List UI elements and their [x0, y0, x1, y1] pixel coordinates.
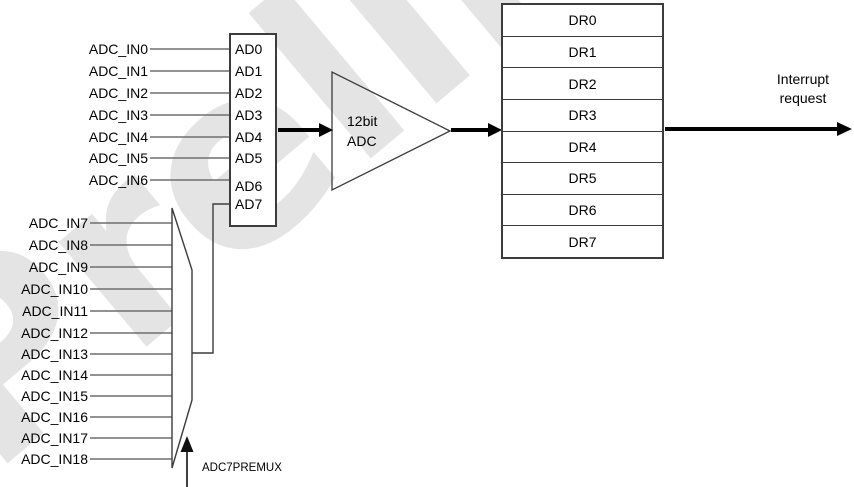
- interrupt-request-line2: request: [779, 90, 827, 106]
- premux-control-label: ADC7PREMUX: [202, 462, 282, 474]
- data-register-dr6: DR6: [503, 193, 662, 226]
- data-register-dr0: DR0: [568, 12, 597, 29]
- signal-label-adc-in8: ADC_IN8: [28, 237, 88, 253]
- data-register-dr3: DR3: [503, 98, 662, 131]
- adc-block-label: 12bit ADC: [347, 111, 377, 151]
- premux-output-line: [192, 203, 230, 354]
- signal-label-adc-in15: ADC_IN15: [21, 388, 88, 404]
- ad-channel-label-ad3: AD3: [235, 107, 263, 123]
- arrow-adc-to-registers-icon: [451, 123, 502, 137]
- signal-label-adc-in16: ADC_IN16: [21, 409, 88, 425]
- ad-channel-label-ad0: AD0: [235, 41, 263, 57]
- signal-label-adc-in12: ADC_IN12: [21, 325, 88, 341]
- signal-label-adc-in7: ADC_IN7: [28, 215, 88, 231]
- signal-label-adc-in3: ADC_IN3: [88, 107, 148, 123]
- ad-channel-label-ad1: AD1: [235, 63, 263, 79]
- signal-label-adc-in13: ADC_IN13: [21, 346, 88, 362]
- interrupt-request-label: Interrupt request: [723, 70, 854, 108]
- signal-label-adc-in14: ADC_IN14: [21, 367, 88, 383]
- adc-block-label-line1: 12bit: [347, 113, 378, 129]
- interrupt-request-line1: Interrupt: [776, 71, 830, 87]
- signal-label-adc-in17: ADC_IN17: [21, 430, 88, 446]
- signal-label-adc-in1: ADC_IN1: [88, 63, 148, 79]
- premux-select-arrowhead-icon: [180, 436, 194, 452]
- data-register-dr7: DR7: [503, 225, 662, 257]
- data-register-dr1: DR1: [503, 35, 662, 68]
- top-input-lines: [150, 48, 231, 181]
- signal-label-adc-in2: ADC_IN2: [88, 85, 148, 101]
- ad-channel-label-ad4: AD4: [235, 129, 263, 145]
- signal-label-adc-in4: ADC_IN4: [88, 129, 148, 145]
- signal-label-adc-in9: ADC_IN9: [28, 259, 88, 275]
- data-register-dr2: DR2: [503, 67, 662, 99]
- signal-label-adc-in10: ADC_IN10: [21, 281, 88, 297]
- signal-label-adc-in0: ADC_IN0: [88, 41, 148, 57]
- signal-label-adc-in6: ADC_IN6: [88, 172, 148, 188]
- premux-input-lines: [90, 222, 173, 460]
- adc-triangle: [331, 70, 452, 192]
- ad-channel-label-ad6: AD6: [235, 178, 263, 194]
- ad-channel-box: [229, 33, 277, 227]
- arrow-interrupt-request-icon: [665, 122, 852, 136]
- ad-channel-label-ad2: AD2: [235, 85, 263, 101]
- data-register-stack: DR0 DR1 DR2 DR3 DR4 DR5 DR6 DR7: [501, 3, 664, 259]
- arrow-adbox-to-adc-icon: [278, 123, 333, 137]
- signal-label-adc-in5: ADC_IN5: [88, 150, 148, 166]
- signal-label-adc-in18: ADC_IN18: [21, 451, 88, 467]
- ad-channel-label-ad5: AD5: [235, 150, 263, 166]
- data-register-dr4: DR4: [503, 130, 662, 163]
- premux-shape: [171, 207, 193, 469]
- adc-block-label-line2: ADC: [347, 133, 377, 149]
- data-register-dr5: DR5: [503, 162, 662, 194]
- signal-label-adc-in11: ADC_IN11: [22, 303, 88, 319]
- ad-channel-label-ad7: AD7: [235, 196, 263, 212]
